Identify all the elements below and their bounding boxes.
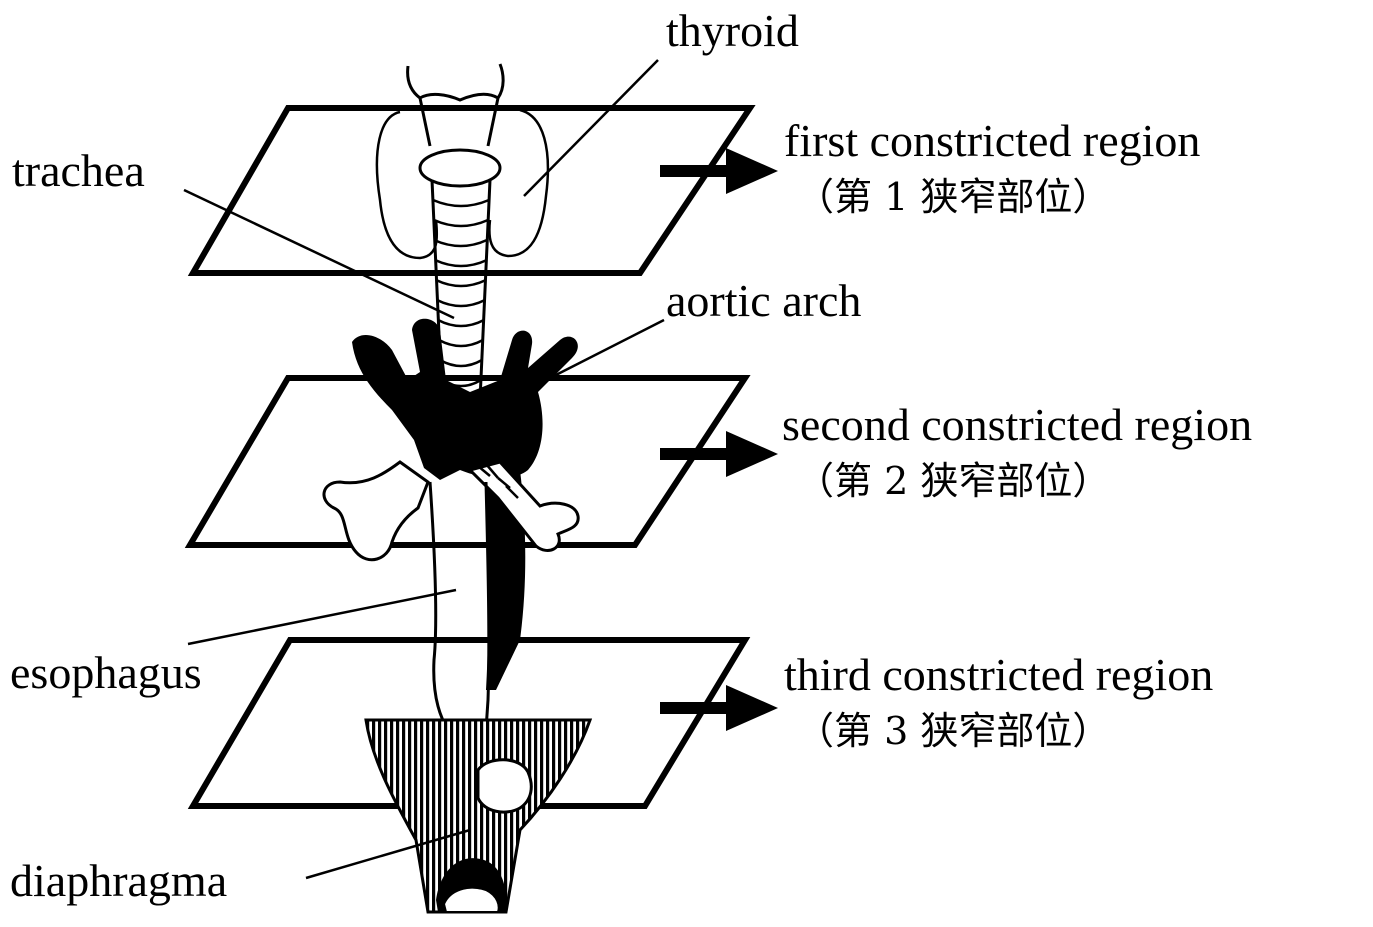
label-first-region: first constricted region <box>784 118 1200 164</box>
label-thyroid: thyroid <box>666 8 799 54</box>
label-diaphragma: diaphragma <box>10 858 227 904</box>
label-first-region-jp: （第 1 狭窄部位） <box>796 178 1110 216</box>
leader-trachea <box>184 190 454 318</box>
arrows <box>660 148 778 731</box>
esophagus-tube <box>430 482 489 730</box>
label-third-region: third constricted region <box>784 652 1213 698</box>
label-third-region-jp: （第 3 狭窄部位） <box>796 712 1110 750</box>
arrow-second <box>660 431 778 477</box>
leader-thyroid <box>524 60 658 196</box>
plane-first <box>193 108 750 273</box>
aortic-arch <box>352 319 578 480</box>
label-second-region: second constricted region <box>782 402 1252 448</box>
stomach-opening <box>478 760 531 812</box>
label-second-region-jp: （第 2 狭窄部位） <box>796 462 1110 500</box>
leader-esophagus <box>188 590 456 644</box>
label-esophagus: esophagus <box>10 650 202 696</box>
label-trachea: trachea <box>12 148 145 194</box>
label-aortic-arch: aortic arch <box>666 278 861 324</box>
arrow-third <box>660 685 778 731</box>
